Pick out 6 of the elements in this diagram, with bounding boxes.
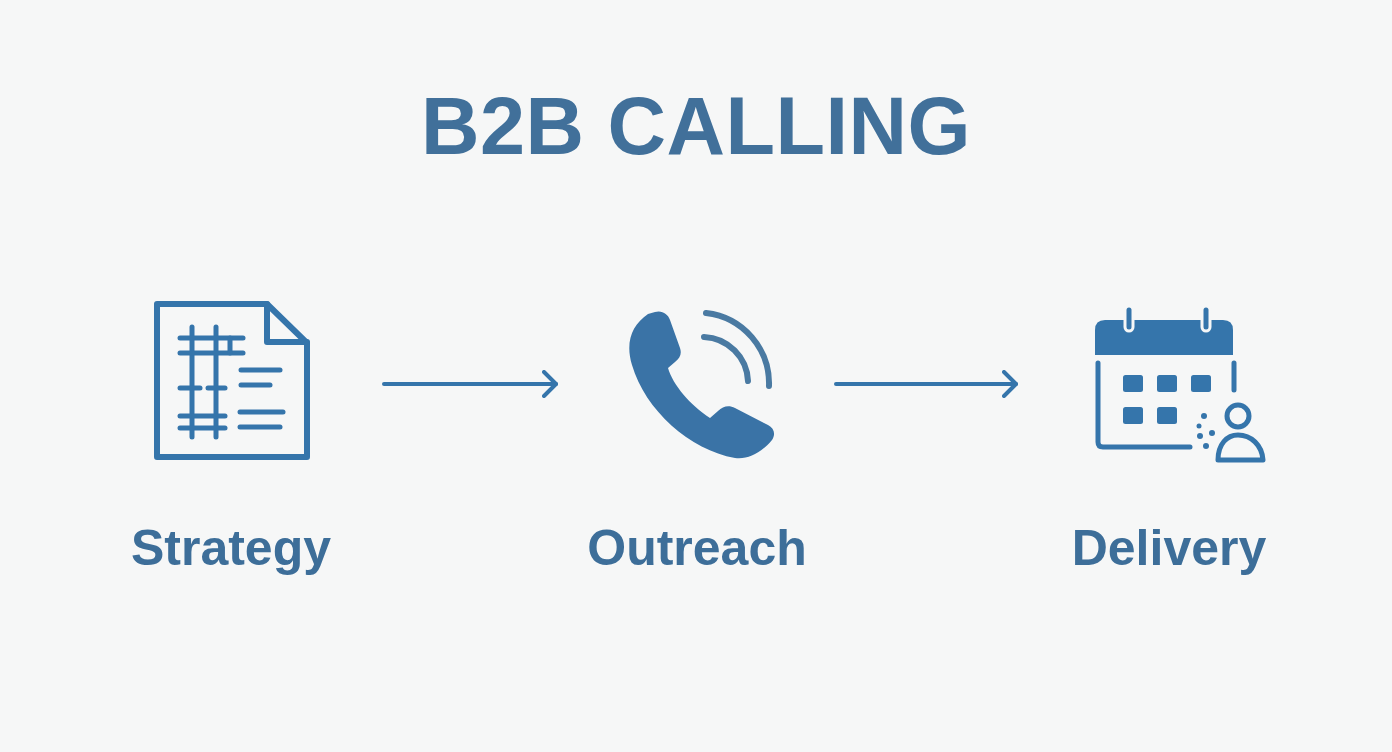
- step-label: Outreach: [587, 519, 807, 578]
- step-label: Delivery: [1071, 519, 1267, 578]
- arrow: [382, 370, 558, 398]
- diagram-title: B2B CALLING: [421, 80, 971, 172]
- step-label: Strategy: [130, 519, 332, 578]
- arrow: [834, 370, 1018, 398]
